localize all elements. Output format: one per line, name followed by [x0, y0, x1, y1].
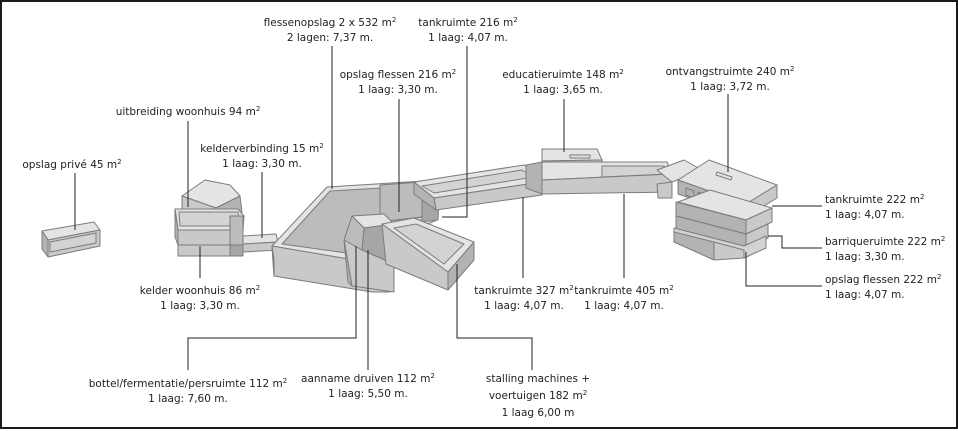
label-tankruimte-327: tankruimte 327 m2 1 laag: 4,07 m. — [474, 284, 573, 312]
svg-text:ontvangstruimte 240 m2: ontvangstruimte 240 m2 — [666, 65, 795, 78]
volume-stalling-machines — [381, 217, 475, 291]
label-aanname-druiven: aanname druiven 112 m2 1 laag: 5,50 m. — [301, 372, 435, 400]
label-educatieruimte: educatieruimte 148 m2 1 laag: 3,65 m. — [502, 68, 624, 96]
svg-text:1 laag 6,00 m: 1 laag 6,00 m — [502, 407, 575, 419]
svg-text:kelder woonhuis 86 m2: kelder woonhuis 86 m2 — [140, 284, 260, 297]
svg-text:bottel/fermentatie/persruimte: bottel/fermentatie/persruimte 112 m2 — [89, 377, 288, 390]
svg-text:tankruimte 405 m2: tankruimte 405 m2 — [574, 284, 673, 297]
svg-text:1 laag: 3,30 m.: 1 laag: 3,30 m. — [160, 300, 240, 312]
svg-text:tankruimte 327 m2: tankruimte 327 m2 — [474, 284, 573, 297]
svg-text:1 laag: 4,07 m.: 1 laag: 4,07 m. — [584, 300, 664, 312]
svg-text:stalling machines +: stalling machines + — [486, 373, 590, 385]
label-opslag-prive: opslag privé 45 m2 — [22, 158, 121, 171]
svg-text:1 laag: 4,07 m.: 1 laag: 4,07 m. — [825, 289, 905, 301]
svg-text:1 laag: 3,30 m.: 1 laag: 3,30 m. — [825, 251, 905, 263]
volume-tankruimte-327 — [413, 164, 543, 211]
svg-text:1 laag: 4,07 m.: 1 laag: 4,07 m. — [484, 300, 564, 312]
svg-text:2 lagen: 7,37 m.: 2 lagen: 7,37 m. — [287, 32, 373, 44]
svg-text:flessenopslag 2 x 532 m2: flessenopslag 2 x 532 m2 — [264, 16, 397, 29]
svg-text:1 laag: 7,60 m.: 1 laag: 7,60 m. — [148, 393, 228, 405]
building-volumes — [41, 148, 778, 293]
svg-text:uitbreiding woonhuis 94 m2: uitbreiding woonhuis 94 m2 — [116, 105, 261, 118]
svg-text:1 laag: 3,72 m.: 1 laag: 3,72 m. — [690, 81, 770, 93]
label-kelder-woonhuis: kelder woonhuis 86 m2 1 laag: 3,30 m. — [140, 284, 260, 312]
label-tankruimte-222: tankruimte 222 m2 1 laag: 4,07 m. — [825, 193, 924, 221]
label-uitbreiding-woonhuis: uitbreiding woonhuis 94 m2 — [116, 105, 261, 118]
label-flessenopslag: flessenopslag 2 x 532 m2 2 lagen: 7,37 m… — [264, 16, 397, 44]
svg-text:tankruimte 222 m2: tankruimte 222 m2 — [825, 193, 924, 206]
svg-text:barriqueruimte 222 m2: barriqueruimte 222 m2 — [825, 235, 945, 248]
svg-text:tankruimte 216 m2: tankruimte 216 m2 — [418, 16, 517, 29]
label-opslag-flessen-216: opslag flessen 216 m2 1 laag: 3,30 m. — [340, 68, 456, 96]
label-stalling-machines: stalling machines + voertuigen 182 m2 1 … — [486, 373, 590, 419]
svg-text:aanname druiven 112 m2: aanname druiven 112 m2 — [301, 372, 435, 385]
label-kelderverbinding: kelderverbinding 15 m2 1 laag: 3,30 m. — [200, 142, 323, 170]
label-bottel-fermentatie: bottel/fermentatie/persruimte 112 m2 1 l… — [89, 377, 288, 405]
volume-opslag-flessen-222 — [673, 227, 767, 261]
label-ontvangstruimte: ontvangstruimte 240 m2 1 laag: 3,72 m. — [666, 65, 795, 93]
leader-lines — [74, 46, 822, 370]
volume-tankruimte-405 — [525, 161, 673, 195]
svg-text:1 laag: 4,07 m.: 1 laag: 4,07 m. — [428, 32, 508, 44]
svg-text:kelderverbinding 15 m2: kelderverbinding 15 m2 — [200, 142, 323, 155]
label-tankruimte-405: tankruimte 405 m2 1 laag: 4,07 m. — [574, 284, 673, 312]
label-barriqueruimte: barriqueruimte 222 m2 1 laag: 3,30 m. — [825, 235, 945, 263]
svg-text:1 laag: 5,50 m.: 1 laag: 5,50 m. — [328, 388, 408, 400]
label-tankruimte-216: tankruimte 216 m2 1 laag: 4,07 m. — [418, 16, 517, 44]
svg-text:opslag privé 45 m2: opslag privé 45 m2 — [22, 158, 121, 171]
svg-text:1 laag: 3,65 m.: 1 laag: 3,65 m. — [523, 84, 603, 96]
label-opslag-flessen-222: opslag flessen 222 m2 1 laag: 4,07 m. — [825, 273, 941, 301]
svg-text:voertuigen 182 m2: voertuigen 182 m2 — [489, 389, 587, 402]
svg-text:opslag flessen 216 m2: opslag flessen 216 m2 — [340, 68, 456, 81]
svg-text:educatieruimte 148 m2: educatieruimte 148 m2 — [502, 68, 624, 81]
svg-text:1 laag: 3,30 m.: 1 laag: 3,30 m. — [358, 84, 438, 96]
labels: flessenopslag 2 x 532 m2 2 lagen: 7,37 m… — [22, 16, 945, 419]
svg-text:1 laag: 3,30 m.: 1 laag: 3,30 m. — [222, 158, 302, 170]
svg-text:opslag flessen 222 m2: opslag flessen 222 m2 — [825, 273, 941, 286]
volume-kelder-woonhuis — [174, 208, 245, 257]
volume-opslag-prive — [41, 221, 101, 258]
svg-text:1 laag: 4,07 m.: 1 laag: 4,07 m. — [825, 209, 905, 221]
